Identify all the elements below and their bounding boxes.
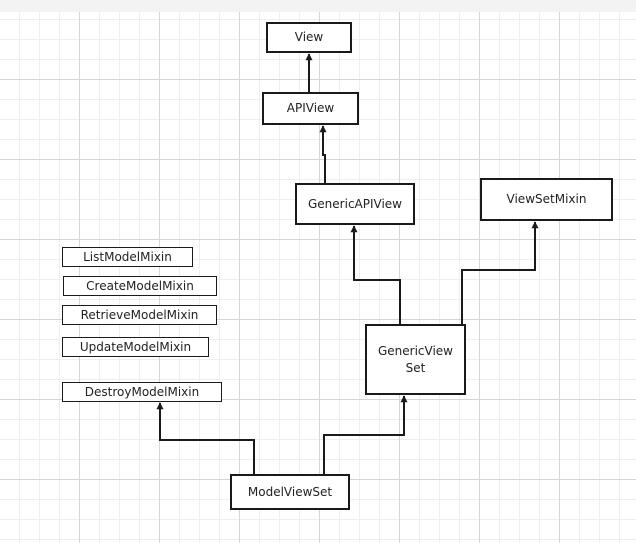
edge-modelviewset-destroymixin — [156, 402, 255, 474]
edge-modelviewset-genericviewset — [323, 395, 408, 474]
node-destroymodelmixin-label: DestroyModelMixin — [84, 384, 200, 399]
node-destroymodelmixin[interactable]: DestroyModelMixin — [62, 382, 222, 402]
node-listmodelmixin[interactable]: ListModelMixin — [62, 247, 193, 267]
edge-genericviewset-viewsetmixin — [461, 221, 539, 324]
edge-genericviewset-genericapiview — [350, 225, 401, 324]
node-listmodelmixin-label: ListModelMixin — [83, 249, 172, 264]
edge-genericapiview-apiview — [319, 125, 327, 183]
node-apiview-label: APIView — [286, 101, 335, 115]
node-view[interactable]: View — [266, 22, 352, 53]
node-retrievemodelmixin[interactable]: RetrieveModelMixin — [62, 305, 217, 325]
node-view-label: View — [294, 30, 324, 44]
node-viewsetmixin[interactable]: ViewSetMixin — [480, 178, 613, 221]
node-viewsetmixin-label: ViewSetMixin — [506, 192, 587, 206]
node-updatemodelmixin-label: UpdateModelMixin — [79, 339, 192, 354]
node-updatemodelmixin[interactable]: UpdateModelMixin — [62, 337, 209, 357]
node-createmodelmixin-label: CreateModelMixin — [86, 278, 194, 293]
node-genericapiview-label: GenericAPIView — [308, 196, 402, 211]
node-genericapiview[interactable]: GenericAPIView — [295, 183, 415, 225]
node-retrievemodelmixin-label: RetrieveModelMixin — [80, 307, 199, 322]
node-apiview[interactable]: APIView — [262, 92, 359, 125]
node-modelviewset[interactable]: ModelViewSet — [230, 474, 350, 510]
canvas-top-bar — [0, 0, 636, 12]
node-genericviewset[interactable]: GenericView Set — [365, 324, 466, 395]
node-createmodelmixin[interactable]: CreateModelMixin — [63, 276, 217, 296]
node-modelviewset-label: ModelViewSet — [247, 484, 333, 499]
node-genericviewset-label: GenericView Set — [377, 343, 453, 375]
